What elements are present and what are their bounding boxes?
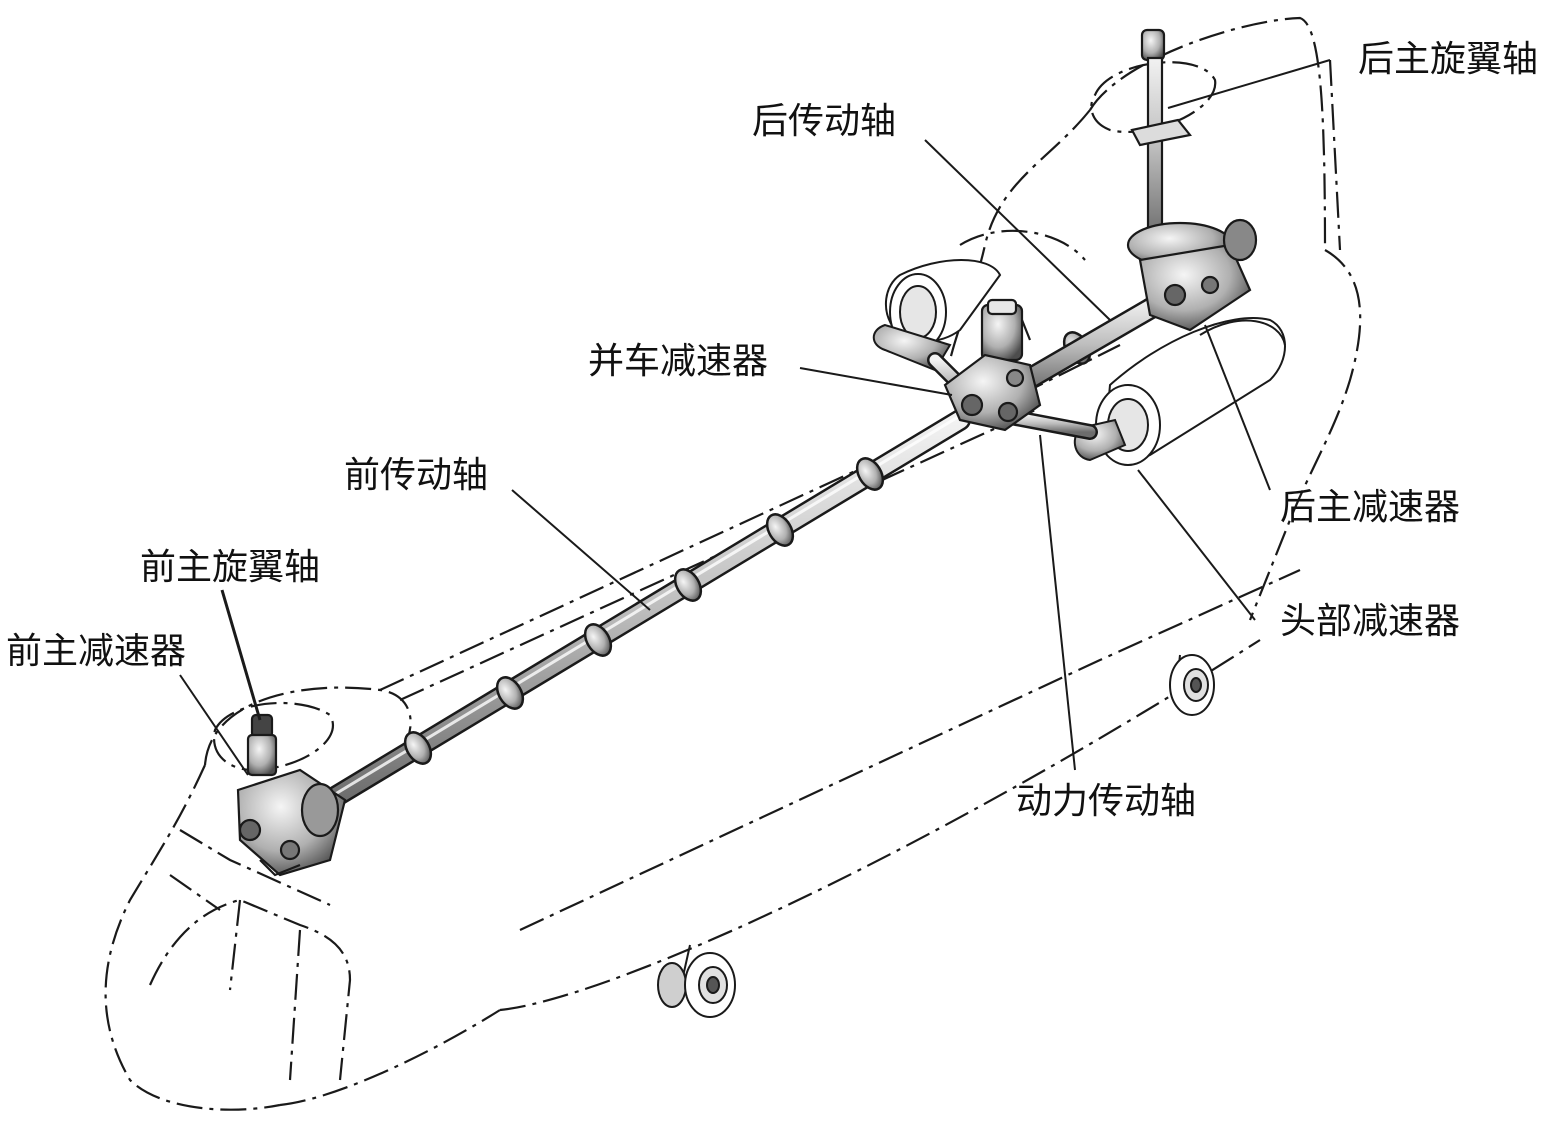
front-wheel (657, 944, 736, 1018)
rear-main-gearbox-graphic (1126, 218, 1258, 332)
label-engine-nose-gearbox: 头部减速器 (1280, 601, 1461, 642)
label-rear-main-gearbox: 后主减速器 (1280, 487, 1461, 528)
front-main-gearbox-graphic (236, 768, 347, 877)
left-engine (872, 259, 1002, 372)
label-rear-drive-shaft: 后传动轴 (752, 101, 897, 142)
leader-lines (179, 59, 1331, 776)
combining-gearbox-graphic (943, 298, 1042, 432)
right-engine (1073, 317, 1286, 466)
front-rotor-shaft-graphic (246, 713, 278, 777)
label-power-drive-shaft: 动力传动轴 (1016, 781, 1197, 822)
label-front-rotor-shaft: 前主旋翼轴 (140, 547, 321, 588)
label-rear-rotor-shaft: 后主旋翼轴 (1358, 39, 1539, 80)
rear-wheel (1169, 654, 1215, 716)
label-front-drive-shaft: 前传动轴 (344, 455, 489, 496)
rear-rotor-shaft-graphic (1130, 28, 1192, 240)
rear-drive-shaft-graphic (999, 289, 1176, 401)
label-front-main-gearbox: 前主减速器 (6, 631, 187, 672)
label-combining-gearbox: 并车减速器 (588, 341, 769, 382)
